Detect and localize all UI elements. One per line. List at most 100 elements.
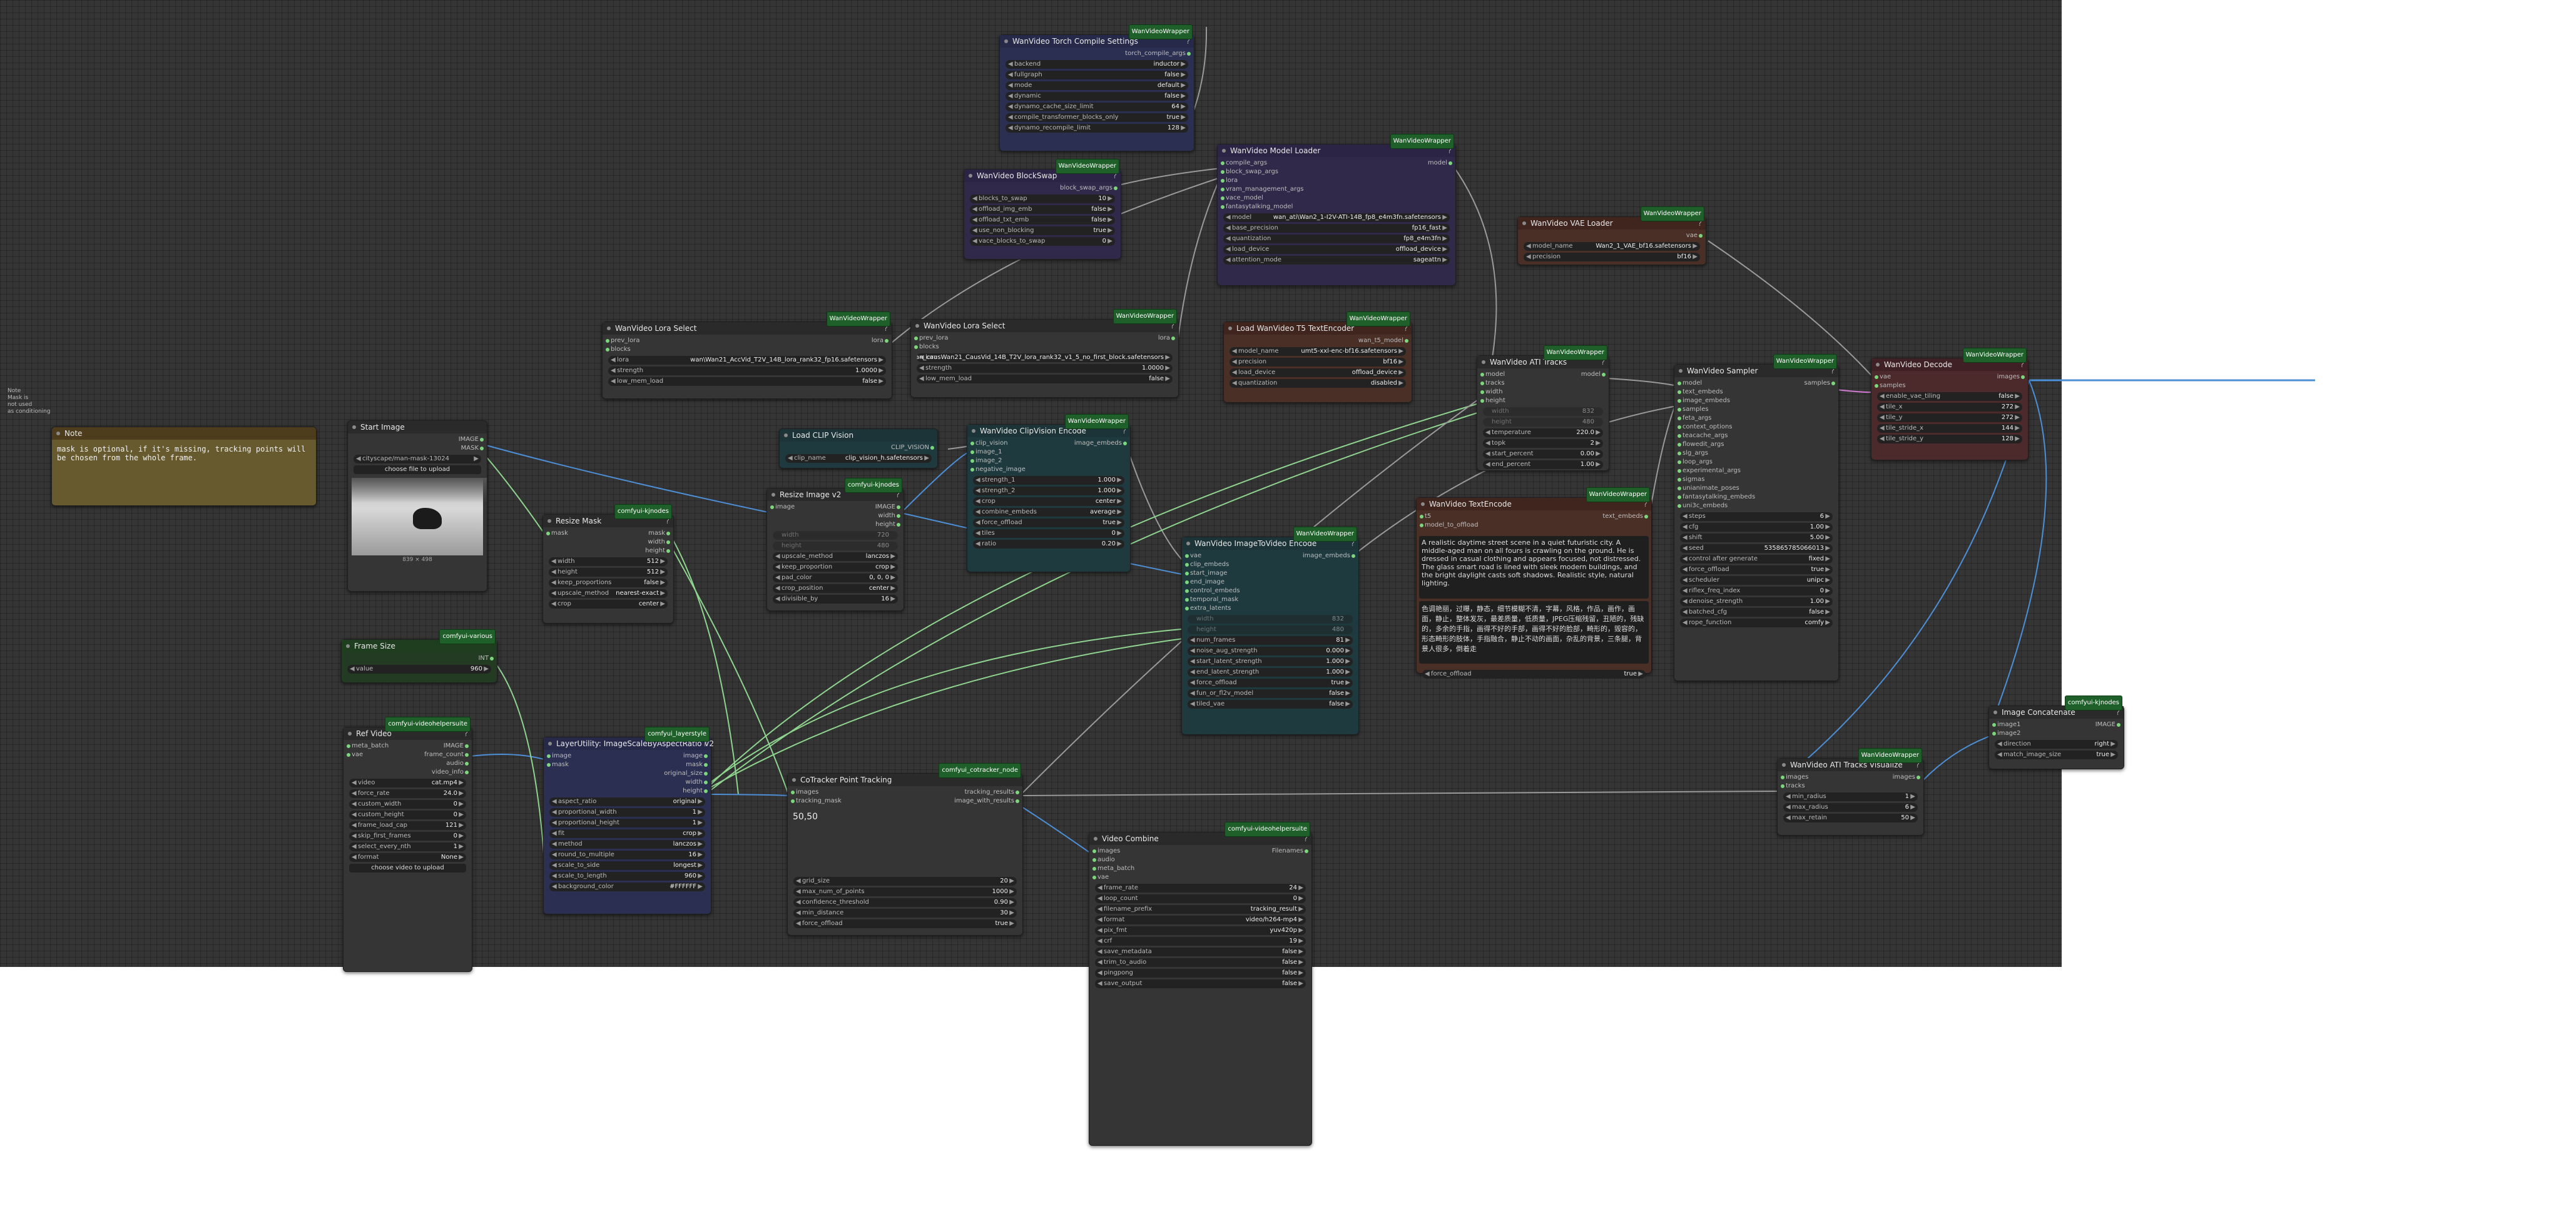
tracks-visualize-node[interactable]: WanVideo ATI Tracks Visualize?WanVideoWr… bbox=[1777, 748, 1924, 836]
arrow-left-icon[interactable]: ◀ bbox=[919, 365, 924, 372]
input-socket[interactable] bbox=[1420, 524, 1423, 527]
arrow-left-icon[interactable]: ◀ bbox=[1097, 938, 1102, 944]
upload-button[interactable]: choose file to upload bbox=[354, 465, 481, 474]
output-socket[interactable] bbox=[465, 753, 469, 757]
arrow-right-icon[interactable]: ▶ bbox=[1117, 487, 1122, 494]
help-icon[interactable]: ? bbox=[1403, 324, 1408, 333]
arrow-left-icon[interactable]: ◀ bbox=[796, 920, 801, 927]
arrow-right-icon[interactable]: ▶ bbox=[1345, 658, 1350, 665]
arrow-left-icon[interactable]: ◀ bbox=[1008, 114, 1013, 121]
input-socket[interactable] bbox=[1677, 382, 1681, 385]
collapse-dot-icon[interactable] bbox=[1228, 326, 1232, 330]
arrow-left-icon[interactable]: ◀ bbox=[552, 809, 557, 816]
help-icon[interactable]: ? bbox=[1830, 367, 1835, 375]
output-socket[interactable] bbox=[1831, 382, 1835, 385]
arrow-right-icon[interactable]: ▶ bbox=[1009, 899, 1014, 906]
input-socket[interactable] bbox=[347, 753, 350, 757]
arrow-right-icon[interactable]: ▶ bbox=[1345, 701, 1350, 707]
arrow-left-icon[interactable]: ◀ bbox=[1880, 435, 1885, 442]
arrow-left-icon[interactable]: ◀ bbox=[1880, 393, 1885, 400]
arrow-right-icon[interactable]: ▶ bbox=[1825, 534, 1830, 541]
arrow-left-icon[interactable]: ◀ bbox=[551, 558, 556, 565]
arrow-right-icon[interactable]: ▶ bbox=[698, 862, 703, 869]
arrow-left-icon[interactable]: ◀ bbox=[611, 378, 616, 385]
input-socket[interactable] bbox=[1875, 384, 1878, 388]
output-socket[interactable] bbox=[1305, 849, 1308, 853]
arrow-left-icon[interactable]: ◀ bbox=[975, 540, 980, 547]
arrow-left-icon[interactable]: ◀ bbox=[1190, 679, 1195, 686]
arrow-left-icon[interactable]: ◀ bbox=[788, 455, 793, 462]
arrow-left-icon[interactable]: ◀ bbox=[1683, 545, 1688, 552]
input-socket[interactable] bbox=[547, 754, 551, 758]
input-socket[interactable] bbox=[1677, 399, 1681, 403]
arrow-left-icon[interactable]: ◀ bbox=[1526, 243, 1531, 250]
arrow-right-icon[interactable]: ▶ bbox=[1117, 540, 1122, 547]
arrow-right-icon[interactable]: ▶ bbox=[698, 873, 703, 879]
arrow-left-icon[interactable]: ◀ bbox=[1485, 461, 1490, 468]
arrow-right-icon[interactable]: ▶ bbox=[1165, 375, 1170, 382]
input-socket[interactable] bbox=[770, 505, 774, 509]
output-socket[interactable] bbox=[704, 781, 708, 784]
arrow-left-icon[interactable]: ◀ bbox=[350, 665, 355, 672]
arrow-left-icon[interactable]: ◀ bbox=[1008, 71, 1013, 78]
arrow-left-icon[interactable]: ◀ bbox=[775, 585, 780, 592]
arrow-left-icon[interactable]: ◀ bbox=[972, 238, 977, 245]
arrow-right-icon[interactable]: ▶ bbox=[1298, 927, 1303, 934]
collapse-dot-icon[interactable] bbox=[346, 644, 350, 648]
input-socket[interactable] bbox=[914, 345, 918, 349]
input-socket[interactable] bbox=[347, 744, 350, 748]
arrow-right-icon[interactable]: ▶ bbox=[1181, 93, 1186, 99]
collapse-dot-icon[interactable] bbox=[915, 324, 919, 328]
arrow-right-icon[interactable]: ▶ bbox=[1345, 669, 1350, 675]
collapse-dot-icon[interactable] bbox=[784, 433, 788, 437]
help-icon[interactable]: ? bbox=[2115, 708, 2120, 717]
arrow-right-icon[interactable]: ▶ bbox=[1107, 195, 1112, 202]
collapse-dot-icon[interactable] bbox=[1222, 149, 1226, 153]
arrow-right-icon[interactable]: ▶ bbox=[698, 819, 703, 826]
vae-loader-node[interactable]: WanVideo VAE Loader?WanVideoWrapper vae◀… bbox=[1517, 206, 1706, 265]
input-socket[interactable] bbox=[1480, 373, 1484, 377]
arrow-right-icon[interactable]: ▶ bbox=[878, 378, 883, 385]
arrow-right-icon[interactable]: ▶ bbox=[1825, 587, 1830, 594]
output-socket[interactable] bbox=[2117, 723, 2120, 727]
input-socket[interactable] bbox=[1677, 495, 1681, 499]
arrow-left-icon[interactable]: ◀ bbox=[552, 798, 557, 805]
arrow-right-icon[interactable]: ▶ bbox=[1910, 804, 1915, 811]
arrow-left-icon[interactable]: ◀ bbox=[1097, 980, 1102, 987]
arrow-left-icon[interactable]: ◀ bbox=[1097, 895, 1102, 902]
arrow-left-icon[interactable]: ◀ bbox=[551, 590, 556, 597]
layer-utility-node[interactable]: LayerUtility: ImageScaleByAspectRatio V2… bbox=[543, 727, 714, 914]
arrow-right-icon[interactable]: ▶ bbox=[1345, 679, 1350, 686]
arrow-right-icon[interactable]: ▶ bbox=[1398, 348, 1403, 355]
output-socket[interactable] bbox=[465, 771, 469, 774]
collapse-dot-icon[interactable] bbox=[607, 326, 611, 330]
input-socket[interactable] bbox=[1677, 425, 1681, 429]
help-icon[interactable]: ? bbox=[883, 324, 888, 333]
input-socket[interactable] bbox=[970, 442, 974, 445]
arrow-right-icon[interactable]: ▶ bbox=[459, 801, 464, 807]
